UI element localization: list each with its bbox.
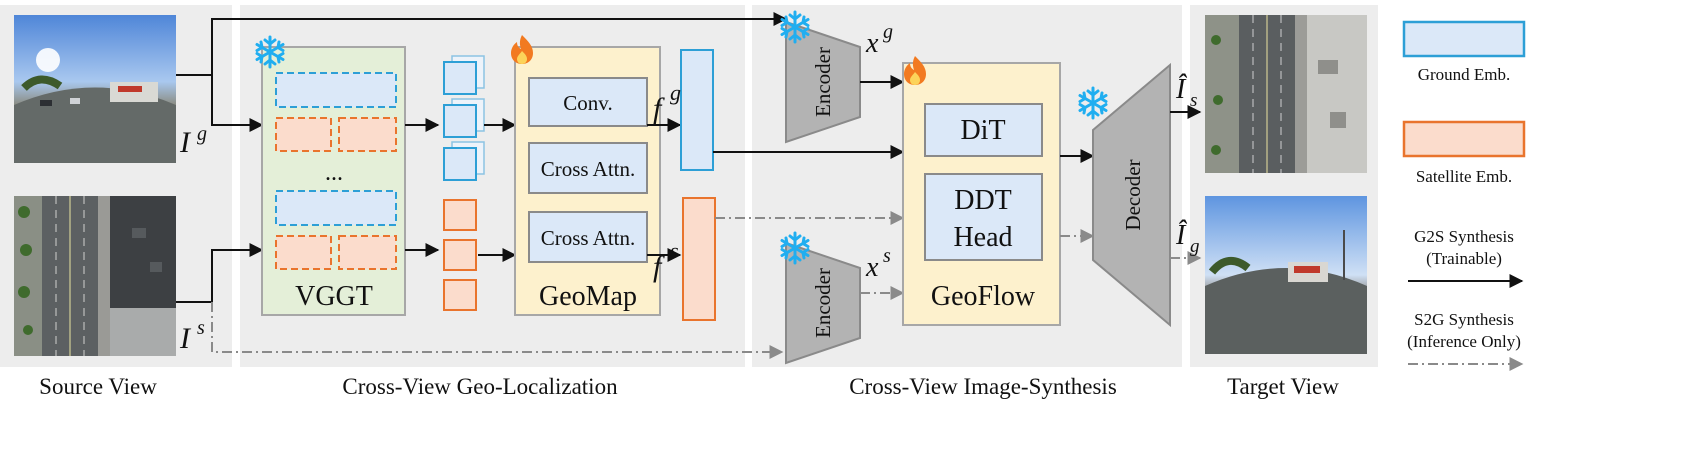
decoder-label: Decoder (1121, 159, 1145, 230)
sat-input-sup: s (197, 317, 205, 339)
geoflow-ddt-line2: Head (953, 222, 1012, 253)
legend-g2s-line2: (Trainable) (1426, 249, 1502, 268)
is-symbol: Î (1175, 74, 1188, 105)
geoflow-dit: DiT (960, 115, 1005, 146)
image-synthesis-caption: Cross-View Image-Synthesis (849, 374, 1117, 399)
legend-g2s-line1: G2S Synthesis (1414, 227, 1514, 246)
source-view-caption: Source View (39, 374, 157, 399)
ground-input-arrows (176, 12, 788, 132)
geomap-cross-attn-1: Cross Attn. (541, 157, 636, 181)
satellite-token-stack (443, 199, 477, 311)
xs-sup: s (883, 245, 891, 267)
vggt-module (261, 46, 406, 316)
legend-satellite-label: Satellite Emb. (1416, 167, 1512, 186)
is-sub: s (1190, 90, 1197, 111)
satellite-feature-bar (682, 197, 716, 321)
geo-localization-caption: Cross-View Geo-Localization (342, 374, 618, 399)
ig-sub: g (1190, 236, 1200, 257)
vggt-ellipsis: ... (325, 160, 343, 186)
top-encoder (785, 20, 861, 144)
legend-ground-label: Ground Emb. (1418, 65, 1511, 84)
bottom-encoder-label: Encoder (811, 268, 835, 338)
geomap-module (514, 46, 661, 316)
target-view-caption: Target View (1227, 374, 1339, 399)
sat-input-symbol: I (179, 322, 192, 355)
geomap-conv: Conv. (563, 91, 612, 115)
target-ground-panorama (1205, 196, 1367, 354)
source-satellite-image (14, 196, 176, 356)
ig-symbol: Î (1175, 220, 1188, 251)
target-satellite-image (1205, 15, 1367, 173)
geoflow-ddt-line1: DDT (954, 185, 1012, 216)
legend-s2g-line2: (Inference Only) (1407, 332, 1521, 351)
legend-ground-swatch (1402, 20, 1526, 58)
ground-input-symbol: I (179, 126, 192, 159)
ground-input-sup: g (197, 123, 207, 145)
top-encoder-label: Encoder (811, 47, 835, 117)
xg-sup: g (883, 21, 893, 43)
geomap-cross-attn-2: Cross Attn. (541, 226, 636, 250)
geoflow-module (902, 62, 1061, 326)
xs-symbol: x (865, 252, 879, 283)
legend-s2g-line1: S2G Synthesis (1414, 310, 1514, 329)
fg-sup: g (670, 80, 681, 105)
ground-feature-bar (680, 49, 714, 171)
geomap-label: GeoMap (539, 281, 637, 312)
decoder (1092, 62, 1171, 328)
ground-token-stack (443, 55, 485, 181)
satellite-input-arrows (176, 243, 784, 359)
xg-symbol: x (865, 28, 879, 59)
bottom-encoder (785, 241, 861, 365)
geoflow-label: GeoFlow (931, 281, 1036, 312)
fs-sup: s (670, 238, 679, 263)
vggt-label: VGGT (295, 281, 373, 312)
source-ground-panorama (14, 15, 176, 163)
legend: Ground Emb. Satellite Emb. G2S Synthesis… (1402, 20, 1526, 371)
legend-satellite-swatch (1402, 120, 1526, 158)
